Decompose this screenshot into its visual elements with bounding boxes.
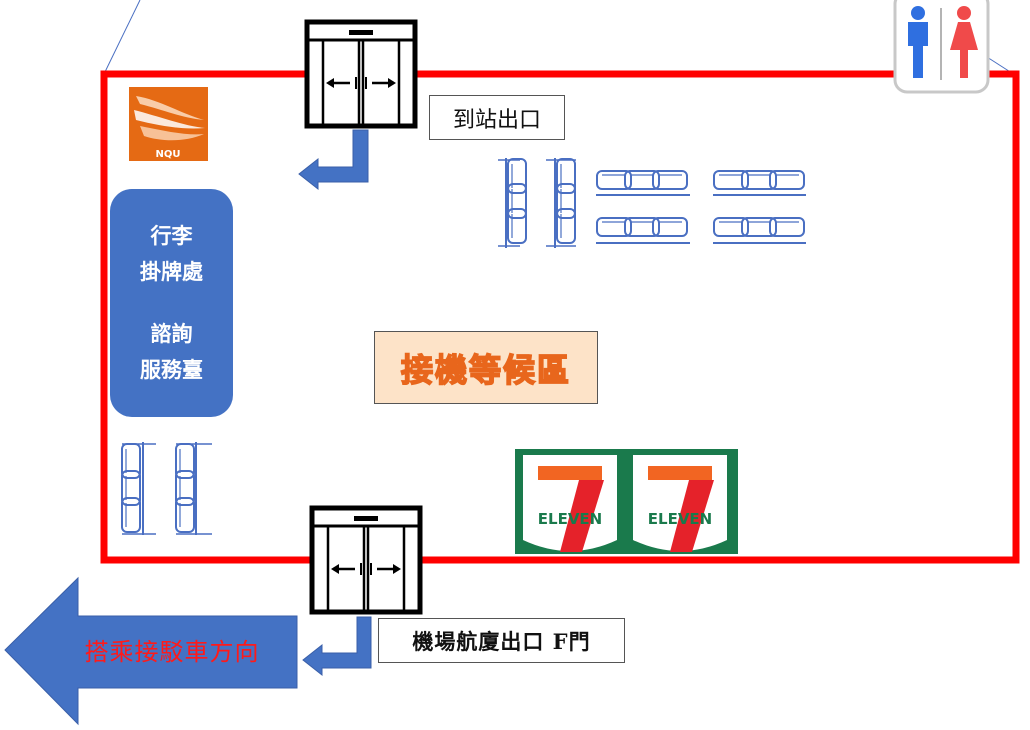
nqu-logo-text: NQU [156,149,181,160]
waiting-area-label: 接機等候區 [374,331,598,404]
seating-row-icon [121,442,156,535]
seating-row-icon [713,217,806,244]
seating-row-icon [498,158,527,248]
store-logo-text: ELEVEN [538,510,602,528]
seating-row-icon [713,170,806,196]
service-line: 行李 [150,223,193,248]
service-line: 諮詢 [150,321,193,346]
service-line: 掛牌處 [140,259,203,284]
service-line: 服務臺 [140,357,203,382]
direction-arrow-icon [302,616,372,677]
direction-arrow-icon [298,129,369,191]
seven-eleven-logo: ELEVEN ELEVEN [515,449,738,554]
nqu-logo: NQU [129,87,208,161]
arrival-exit-label: 到站出口 [429,95,565,140]
service-counter: 行李 掛牌處 諮詢 服務臺 [110,189,233,417]
seating-row-icon [596,170,690,196]
store-logo-text: ELEVEN [648,510,712,528]
guide-line [103,0,141,75]
seating-row-icon [546,158,576,248]
terminal-exit-label: 機場航廈出口 F門 [378,618,625,663]
sliding-door-icon [307,22,415,126]
sliding-door-icon [312,508,420,612]
seating-row-icon [175,442,212,535]
restroom-icon [893,0,990,94]
shuttle-direction-arrow [4,576,298,726]
arrival-hall-border [100,70,1020,564]
shuttle-direction-label: 搭乘接駁車方向 [84,637,260,666]
seating-row-icon [596,217,690,244]
